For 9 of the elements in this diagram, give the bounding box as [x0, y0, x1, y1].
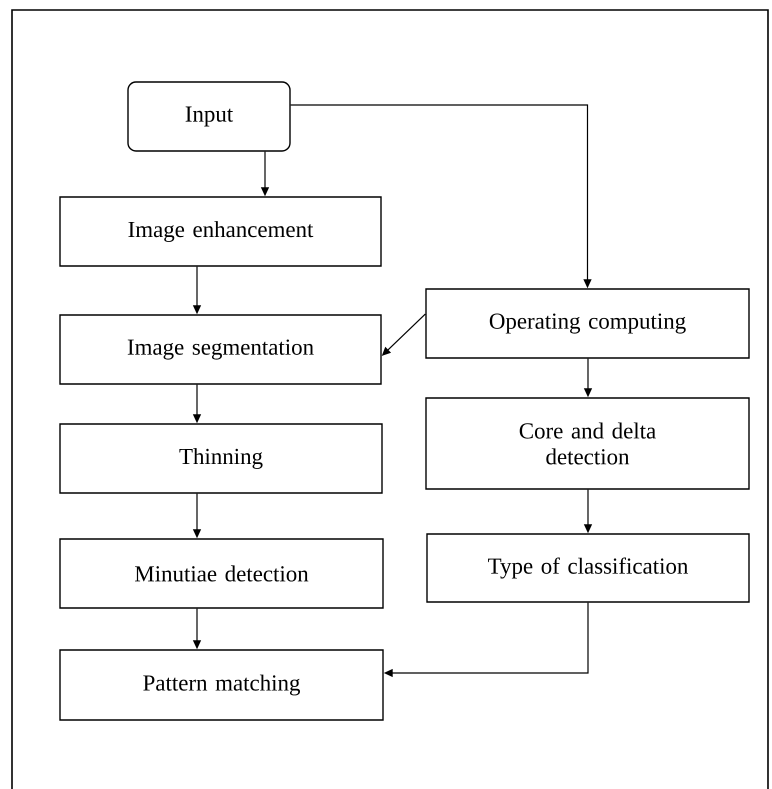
process-box: Image segmentation: [59, 314, 382, 385]
process-box: Type of classification: [426, 533, 750, 603]
start-box: Input: [127, 81, 291, 152]
process-box: Image enhancement: [59, 196, 382, 267]
process-box: Minutiae detection: [59, 538, 384, 609]
process-box: Thinning: [59, 423, 383, 494]
process-box: Core and delta detection: [425, 397, 750, 490]
process-box: Pattern matching: [59, 649, 384, 721]
process-box: Operating computing: [425, 288, 750, 359]
